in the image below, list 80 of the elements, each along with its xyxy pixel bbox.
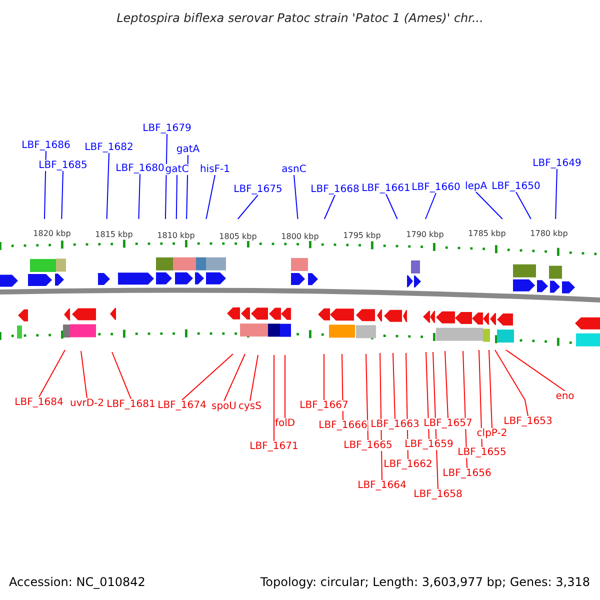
gene-label: LBF_1657 (424, 418, 472, 429)
gene-label: LBF_1663 (370, 419, 420, 430)
gene-label: LBF_1653 (504, 416, 552, 427)
leader-line (138, 174, 140, 220)
gene-label: LBF_1682 (84, 142, 134, 153)
leader-line (164, 134, 168, 220)
leader-line (366, 354, 368, 440)
gene-label: cysS (238, 401, 262, 412)
gene-label: gatC (165, 164, 189, 175)
gene-label: LBF_1674 (158, 400, 206, 411)
gene-label: LBF_1681 (106, 399, 156, 410)
leader-line (176, 174, 178, 220)
gene-label: LBF_1649 (532, 158, 582, 169)
scale-tick-label: 1815 kbp (94, 230, 134, 239)
gene-label: LBF_1675 (234, 184, 282, 195)
leader-line (425, 192, 436, 220)
leader-line (224, 354, 246, 402)
gene-label: LBF_1650 (492, 181, 540, 192)
map-title: Leptospira biflexa serovar Patoc strain 'Patoc 1 (Ames)' chr... (116, 11, 484, 25)
leader-line (294, 174, 298, 220)
gene-label: clpP-2 (476, 428, 508, 439)
gene-label: LBF_1667 (300, 400, 348, 411)
gene-label: LBF_1664 (358, 480, 406, 491)
gene-label: LBF_1656 (442, 468, 492, 479)
leader-line (506, 350, 566, 392)
leader-line (112, 352, 132, 400)
gene-label: folD (274, 418, 296, 429)
gene-label: LBF_1661 (362, 183, 410, 194)
gene-label: gatA (176, 144, 200, 155)
gene-label: LBF_1662 (384, 459, 432, 470)
leader-line (80, 350, 88, 398)
gene-label: LBF_1680 (116, 163, 164, 174)
leader-line (392, 352, 396, 420)
gene-label: lepA (464, 181, 488, 192)
leader-line (182, 354, 234, 400)
gene-label: LBF_1671 (250, 441, 298, 452)
leader-line (478, 350, 482, 448)
leader-line (61, 170, 64, 220)
gene-label: LBF_1679 (142, 123, 192, 134)
leader-line (476, 192, 503, 220)
gene-label: LBF_1666 (318, 420, 368, 431)
leader-line (250, 354, 258, 402)
leader-line (555, 168, 558, 220)
scale-tick-label: 1785 kbp (467, 229, 507, 238)
leader-line (494, 350, 528, 416)
leader-line (516, 192, 532, 220)
gene-label: LBF_1665 (344, 440, 392, 451)
scale-tick-label: 1805 kbp (218, 232, 258, 241)
gene-label: LBF_1668 (310, 184, 360, 195)
leader-line (206, 174, 216, 220)
scale-tick-label: 1780 kbp (529, 229, 569, 238)
leader-line (426, 352, 430, 440)
gene-label: asnC (282, 164, 306, 175)
gene-label: LBF_1685 (38, 160, 88, 171)
gene-label: spoU (212, 401, 236, 412)
gene-label: LBF_1686 (22, 140, 70, 151)
scale-tick-label: 1795 kbp (342, 231, 382, 240)
scale-tick-label: 1800 kbp (280, 232, 320, 241)
gene-label: uvrD-2 (70, 398, 104, 409)
leader-line (106, 152, 110, 220)
gene-label: LBF_1655 (458, 447, 506, 458)
gene-label: LBF_1659 (404, 439, 454, 450)
scale-tick-label: 1820 kbp (32, 229, 72, 238)
leader-line (284, 354, 286, 418)
leader-line (186, 154, 188, 220)
gene-label: LBF_1658 (414, 489, 462, 500)
scale-tick-label: 1810 kbp (156, 231, 196, 240)
footer-text: Topology: circular; Length: 3,603,977 bp; Genes: 3,318 (260, 575, 590, 589)
leader-line (488, 350, 492, 428)
gene-label: hisF-1 (200, 164, 230, 175)
footer-text: Accession: NC_010842 (9, 575, 146, 589)
leader-line (444, 350, 448, 418)
leader-line (38, 350, 66, 398)
gene-label: LBF_1684 (14, 397, 64, 408)
leader-line (324, 194, 336, 220)
gene-label: eno (556, 391, 574, 402)
scale-tick-label: 1790 kbp (405, 230, 445, 239)
gene-label: LBF_1660 (412, 182, 460, 193)
leader-line (237, 194, 258, 220)
leader-line (386, 194, 398, 220)
